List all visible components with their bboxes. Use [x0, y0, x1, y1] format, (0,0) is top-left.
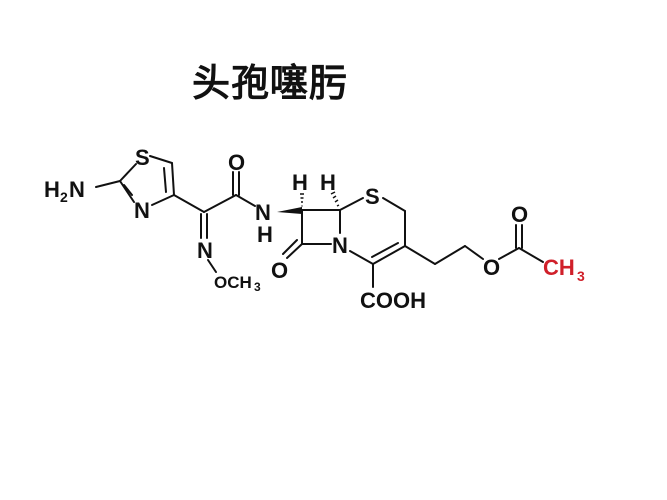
amine-h: H	[44, 177, 60, 202]
methoxy-subscript: 3	[254, 280, 261, 294]
amine-subscript: 2	[60, 189, 68, 205]
page-title: 头孢噻肟	[191, 60, 348, 105]
ring-s: S	[365, 184, 380, 209]
oxime-n: N	[197, 238, 213, 263]
atom-labels: H 2 N S N O N H N OCH 3 H H O N S COOH O…	[44, 145, 585, 313]
amide-n: N	[255, 200, 271, 225]
acetyl-carbonyl-o: O	[511, 202, 528, 227]
stereo-h-1: H	[292, 170, 308, 195]
bonds	[95, 155, 544, 288]
acetyl-methyl: CH	[543, 255, 575, 280]
lactam-n: N	[332, 233, 348, 258]
carboxyl-group: COOH	[360, 288, 426, 313]
ester-o: O	[483, 255, 500, 280]
lactam-o: O	[271, 258, 288, 283]
methoxy-group: OCH	[214, 273, 252, 292]
amine-n: N	[69, 177, 85, 202]
thiazole-s: S	[135, 145, 150, 170]
stereo-h-2: H	[320, 170, 336, 195]
thiazole-n: N	[134, 198, 150, 223]
amide-carbonyl-o: O	[228, 150, 245, 175]
amide-h: H	[257, 222, 273, 247]
acetyl-methyl-subscript: 3	[577, 268, 585, 284]
